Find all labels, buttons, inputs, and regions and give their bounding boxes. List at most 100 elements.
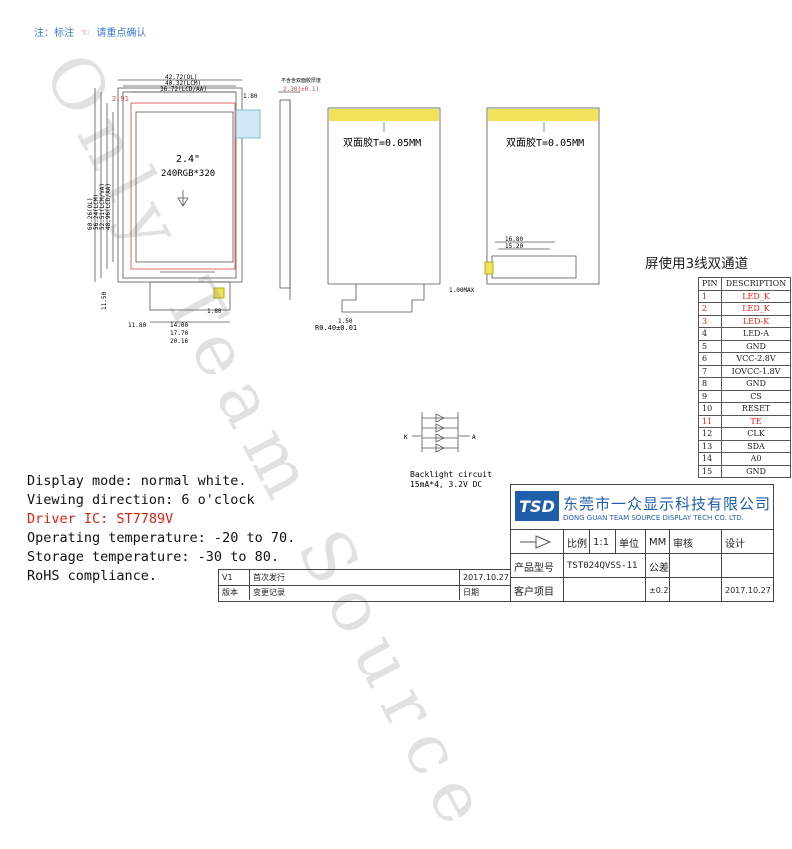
lcd-size: 2.4" (176, 154, 200, 165)
title-block: TSD 东莞市一众显示科技有限公司 DONG GUAN TEAM SOURCE … (510, 484, 774, 602)
dim-h-aa: 48.96(LCD/AA) (105, 183, 112, 230)
arrow-down-icon (177, 197, 189, 207)
fpc-dim-1: 14.00 (170, 322, 188, 329)
pin-number: 10 (698, 402, 722, 416)
front-fpc (341, 284, 425, 313)
side-drawing (278, 91, 300, 300)
pin-description: IOVCC-1.8V (721, 364, 791, 378)
rev-desc: 首次发行 (249, 570, 459, 585)
pin-number: 1 (698, 289, 722, 303)
company-cn: 东莞市一众显示科技有限公司 (563, 495, 772, 513)
back-dim-2: 15.20 (505, 243, 523, 250)
pin-number: 3 (698, 314, 722, 328)
pin-number: 13 (698, 439, 722, 453)
pin-description: A0 (721, 452, 791, 466)
fpc (149, 281, 231, 311)
pin-description: VCC-2.8V (721, 352, 791, 366)
dim-h-va: 52.51(LCM/VA) (99, 183, 106, 230)
bl-k-label: K (404, 434, 408, 441)
spec-line: Storage temperature: -30 to 80. (27, 549, 279, 565)
fpc-height-dim: 11.50 (101, 292, 108, 310)
back-tape-strip (488, 109, 598, 121)
bl-title: Backlight circuit (410, 470, 492, 479)
pin-table-header: PIN DESCRIPTION (698, 277, 791, 291)
company-en: DONG GUAN TEAM SOURCE DISPLAY TECH CO. L… (563, 514, 744, 522)
dim-right: 1.80 (243, 93, 258, 100)
dim-offset-red: 2.91 (112, 95, 129, 103)
pin-description: LED-A (721, 327, 791, 341)
pin-number: 8 (698, 377, 722, 391)
tolerance-label: 公差 (645, 554, 669, 578)
fpc-right-dim: 1.80 (207, 308, 222, 315)
scale-value: 1:1 (589, 530, 615, 554)
pin-description: LED-K (721, 314, 791, 328)
interface-heading: 屏使用3线双通道 (645, 256, 749, 272)
customer-value (563, 578, 645, 602)
unit-value: MM (645, 530, 669, 554)
side-note: 不含含双面胶厚度 (281, 77, 321, 84)
pin-description: GND (721, 377, 791, 391)
design-label: 设计 (721, 530, 773, 554)
spec-line: Display mode: normal white. (27, 473, 247, 489)
outline-lcm (122, 91, 237, 279)
rev-desc-header: 变更记录 (249, 585, 459, 600)
pin-number: 9 (698, 389, 722, 403)
back-body (486, 107, 600, 285)
bl-spec: 15mA*4, 3.2V DC (410, 480, 482, 489)
tape-area (235, 109, 261, 139)
company-logo: TSD (515, 491, 559, 521)
spec-line: RoHS compliance. (27, 568, 158, 584)
revision-row: V1 首次发行 2017.10.27 (219, 570, 511, 586)
outline-aa (135, 111, 234, 263)
dim-aa: 36.72(LCD/AA) (160, 86, 207, 93)
side-body (279, 99, 291, 289)
note-suffix: 请重点确认 (96, 28, 147, 39)
revision-header-row: 版本 变更记录 日期 (219, 585, 511, 600)
rev-version-header: 版本 (222, 588, 238, 597)
back-pad (484, 261, 494, 275)
backlight-circuit (412, 412, 470, 453)
pin-number: 4 (698, 327, 722, 341)
lcd-resolution: 240RGB*320 (161, 169, 215, 179)
note-line: 注：标注 ☜ 请重点确认 (34, 24, 146, 39)
scale-row: 比例 1:1 单位 MM 审核 设计 (511, 529, 773, 554)
fpc-left-dim: 11.80 (128, 322, 146, 329)
pin-description: RESET (721, 402, 791, 416)
dim-ol: 42.72(OL) (165, 74, 198, 81)
spec-line: Operating temperature: -20 to 70. (27, 530, 296, 546)
pin-description: GND (721, 339, 791, 353)
pin-description: LED_K (721, 302, 791, 316)
hand-pointer-icon: ☜ (80, 28, 90, 39)
pin-number: 12 (698, 427, 722, 441)
back-dim-1: 16.80 (505, 236, 523, 243)
pin-number: 5 (698, 339, 722, 353)
back-tape-label: 双面胶T=0.05MM (506, 136, 584, 149)
pin-number: 14 (698, 452, 722, 466)
rev-version: V1 (222, 573, 233, 582)
customer-row: 客户项目 ±0.2 2017.10.27 (511, 577, 773, 602)
diode-icon-2 (435, 423, 445, 433)
pin-description: GND (721, 464, 791, 478)
diode-icon-1 (435, 413, 445, 423)
back-fpc (491, 255, 577, 279)
fpc-pad (213, 287, 225, 299)
revision-table: V1 首次发行 2017.10.27 版本 变更记录 日期 (218, 569, 511, 602)
date-value: 2017.10.27 (721, 578, 773, 602)
main-drawing (94, 79, 261, 323)
pin-number: 7 (698, 364, 722, 378)
desc-header: DESCRIPTION (721, 277, 791, 291)
model-row: 产品型号 TST024QVSS-11 公差 (511, 553, 773, 578)
tolerance-value: ±0.2 (645, 578, 669, 602)
scale-label: 比例 (563, 530, 589, 554)
dim-h-ol: 60.26(OL) (87, 197, 94, 230)
